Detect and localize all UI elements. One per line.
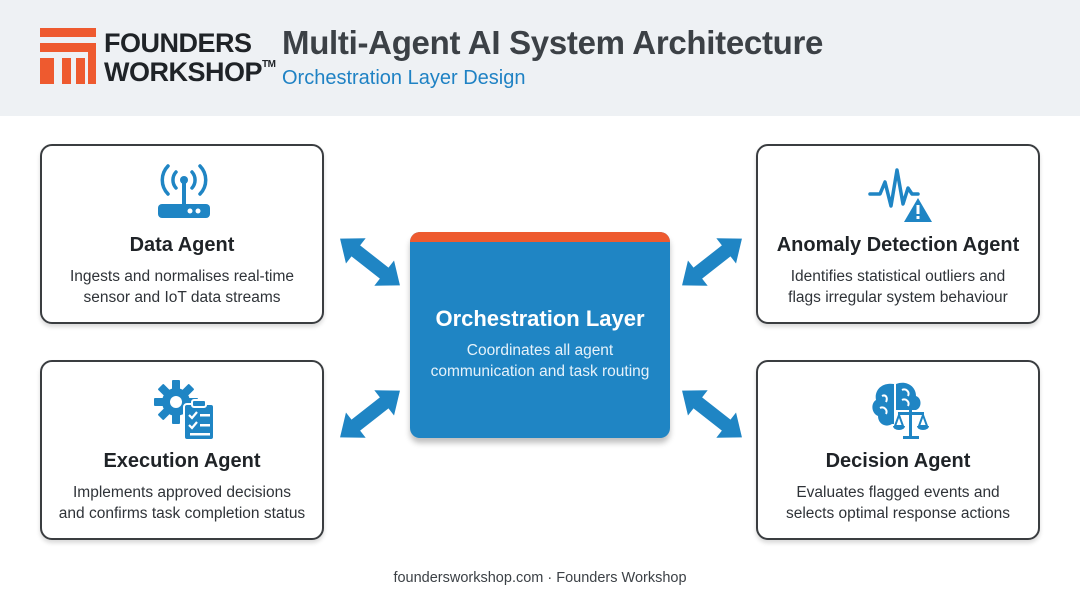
logo-line-2: WORKSHOP <box>104 57 263 87</box>
decision-agent-description: Evaluates flagged events and selects opt… <box>768 482 1028 524</box>
arrow-data-orchestration <box>340 238 400 286</box>
wifi-router-icon <box>158 164 210 218</box>
arrow-decision-orchestration <box>682 390 742 438</box>
execution-agent-desc-line-1: Implements approved decisions <box>73 484 291 501</box>
founders-workshop-logo-icon <box>40 28 96 84</box>
orchestration-description: Coordinates all agent communication and … <box>422 340 658 382</box>
anomaly-agent-description: Identifies statistical outliers and flag… <box>768 266 1028 308</box>
decision-agent-title: Decision Agent <box>825 450 971 472</box>
anomaly-agent-title: Anomaly Detection Agent <box>776 234 1020 256</box>
anomaly-agent-desc-line-2: flags irregular system behaviour <box>788 289 1008 306</box>
logo-line-1: FOUNDERS <box>104 28 252 58</box>
data-agent-desc-line-1: Ingests and normalises real-time <box>70 268 294 285</box>
arrow-execution-orchestration <box>340 390 400 438</box>
decision-agent-desc-line-2: selects optimal response actions <box>785 505 1010 522</box>
execution-agent-title: Execution Agent <box>103 450 261 472</box>
orchestration-layer-card: Orchestration Layer Coordinates all agen… <box>410 232 670 438</box>
footer-credit: foundersworkshop.com · Founders Workshop <box>393 570 687 586</box>
header-band: FOUNDERS WORKSHOPTM Multi-Agent AI Syste… <box>0 0 1080 116</box>
logo-wordmark: FOUNDERS WORKSHOPTM <box>104 28 276 87</box>
arrow-anomaly-orchestration <box>682 238 742 286</box>
orchestration-desc-line-1: Coordinates all agent <box>466 342 614 359</box>
page-title: Multi-Agent AI System Architecture <box>282 24 824 61</box>
execution-agent-description: Implements approved decisions and confir… <box>52 482 312 524</box>
gear-clipboard-icon <box>154 380 215 441</box>
data-agent-title: Data Agent <box>129 234 235 256</box>
decision-agent-card: Decision Agent Evaluates flagged events … <box>756 360 1040 540</box>
orchestration-title: Orchestration Layer <box>435 306 645 331</box>
orchestration-accent-bar <box>410 232 670 242</box>
page-subtitle: Orchestration Layer Design <box>282 67 526 89</box>
execution-agent-card: Execution Agent Implements approved deci… <box>40 360 324 540</box>
data-agent-card: Data Agent Ingests and normalises real-t… <box>40 144 324 324</box>
anomaly-agent-card: Anomaly Detection Agent Identifies stati… <box>756 144 1040 324</box>
brain-scale-icon <box>872 382 929 439</box>
logo-trademark: TM <box>262 59 276 70</box>
execution-agent-desc-line-2: and confirms task completion status <box>58 505 306 522</box>
data-agent-desc-line-2: sensor and IoT data streams <box>83 289 281 306</box>
orchestration-desc-line-2: communication and task routing <box>430 363 650 380</box>
data-agent-description: Ingests and normalises real-time sensor … <box>52 266 312 308</box>
anomaly-agent-desc-line-1: Identifies statistical outliers and <box>790 268 1006 285</box>
decision-agent-desc-line-1: Evaluates flagged events and <box>796 484 1000 501</box>
pulse-warning-icon <box>868 168 932 222</box>
